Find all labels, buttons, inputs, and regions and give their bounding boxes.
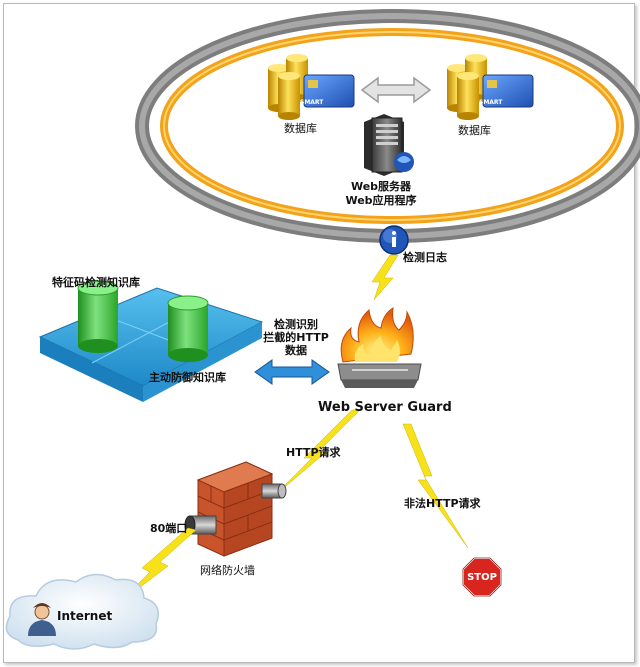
illegal-request-lightning-icon [402,423,469,549]
http-request-lightning-icon [271,409,361,499]
stop-sign-icon [462,557,502,597]
database-icon [447,54,534,120]
sync-double-arrow-icon [360,76,432,104]
illegal-http-label: 非法HTTP请求 [404,497,481,510]
detect-text-line2: 拦截的HTTP [263,331,329,344]
detection-double-arrow-icon [254,359,330,385]
knowledge-base-platform [38,287,264,402]
internet-label: Internet [57,609,113,623]
guard-label: Web Server Guard [318,400,452,415]
log-lightning-icon [371,254,399,301]
signature-kb-label: 特征码检测知识库 [52,276,140,289]
db-right-label: 数据库 [458,124,491,137]
firewall-label: 网络防火墙 [200,564,255,577]
brick-wall-icon [184,461,287,557]
active-defense-kb-label: 主动防御知识库 [149,371,226,384]
detect-text-line1: 检测识别 [274,318,318,331]
http-request-label: HTTP请求 [286,446,341,459]
smart-card-label: SMART [479,99,503,106]
detect-log-label: 检测日志 [403,251,447,264]
database-icon [77,280,119,353]
stop-label: STOP [467,572,497,583]
database-icon [167,295,209,362]
flame-firewall-icon [337,307,422,388]
database-icon [268,54,355,120]
db-left-label: 数据库 [284,122,317,135]
smart-card-label: SMART [300,99,324,106]
web-server-label: Web服务器 [350,180,412,193]
info-icon [379,225,409,255]
detect-text-line3: 数据 [285,344,307,357]
port80-label: 80端口 [150,522,188,535]
server-icon [364,114,414,176]
user-icon [28,603,56,636]
web-app-label: Web应用程序 [345,194,417,207]
